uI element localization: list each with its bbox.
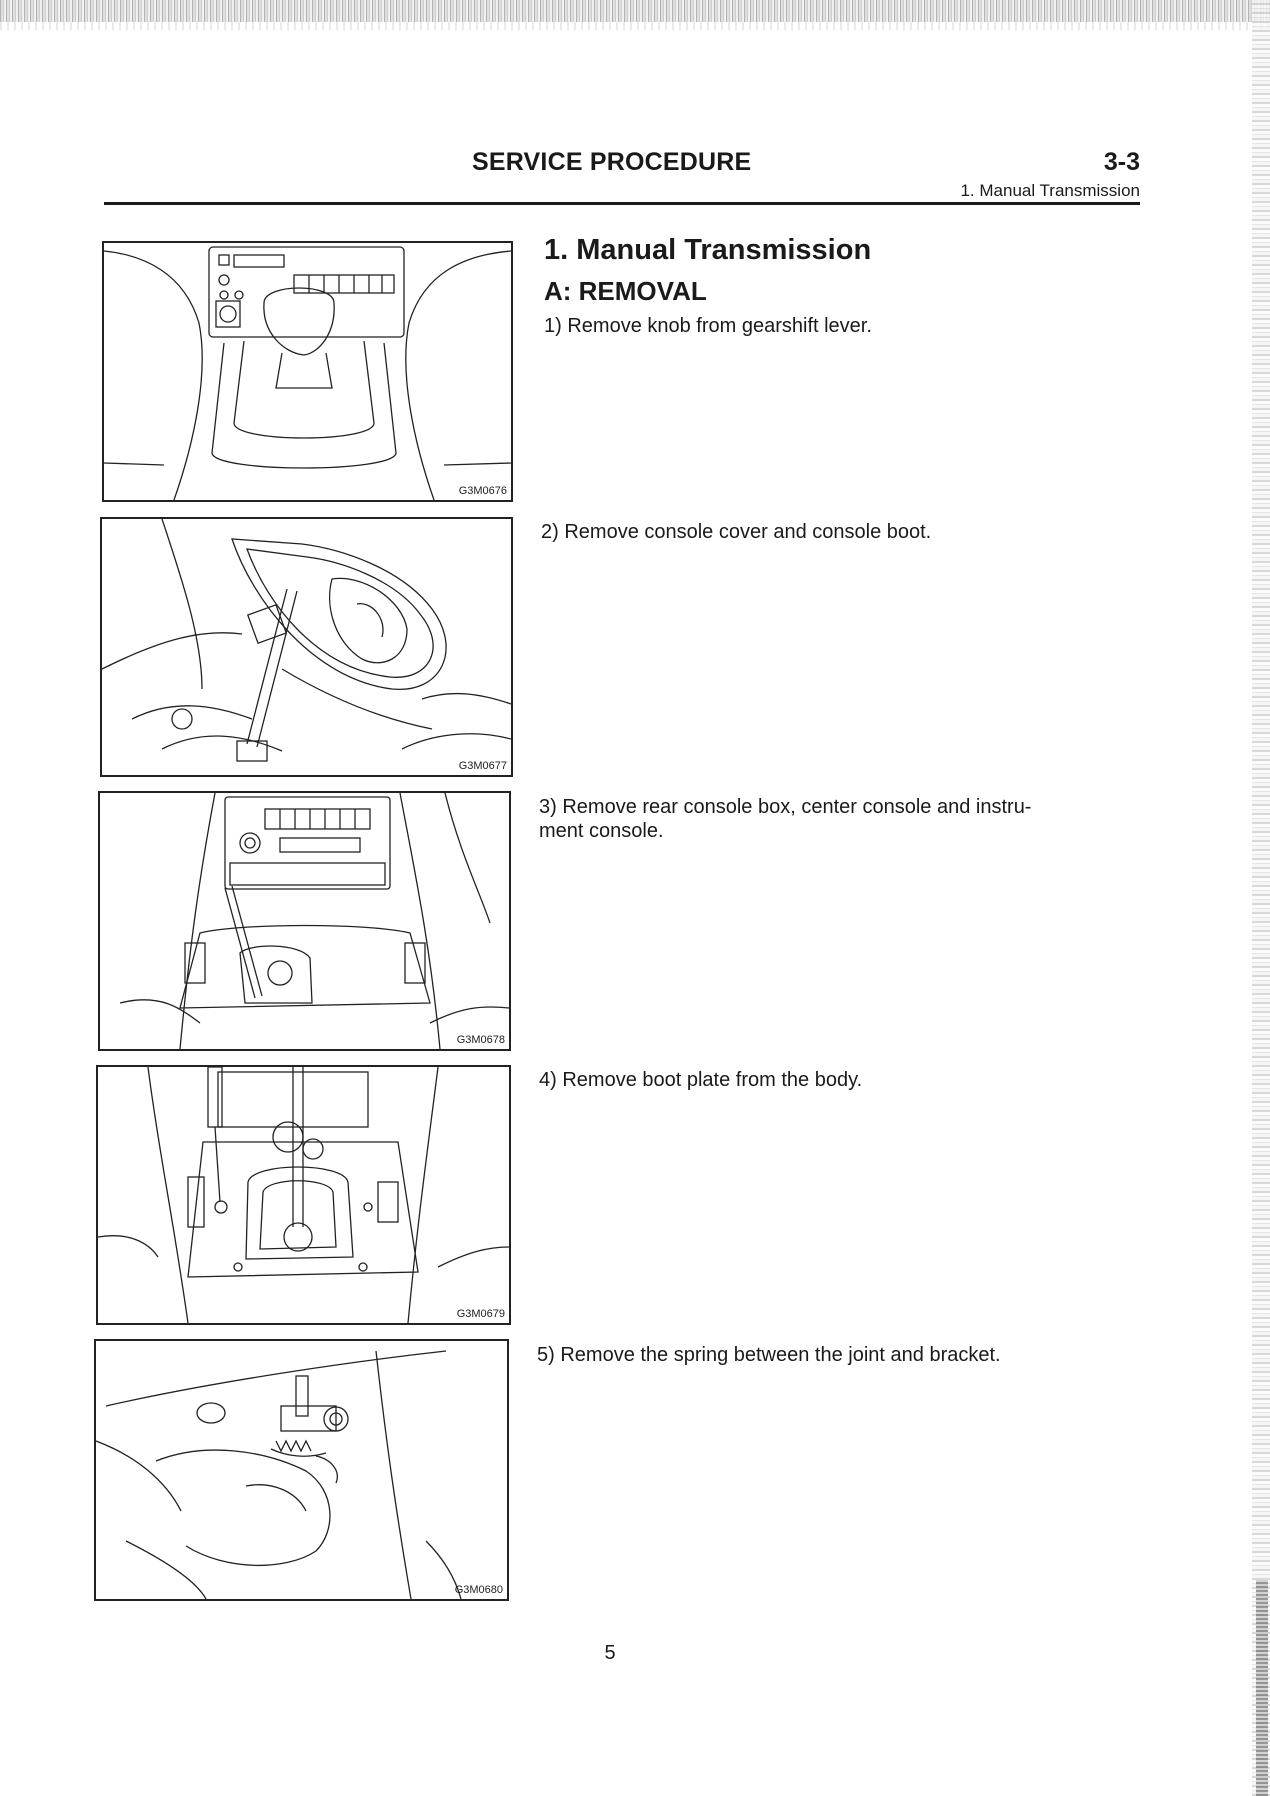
scan-noise-right xyxy=(1252,0,1270,1796)
scan-noise-top-light xyxy=(0,22,1270,30)
page-section-number: 3-3 xyxy=(1103,148,1140,176)
step-2-text: 2) Remove console cover and console boot… xyxy=(541,521,932,543)
figure-code-1: G3M0676 xyxy=(458,485,507,497)
gearshift-knob-illustration xyxy=(104,246,511,500)
section-title: 1. Manual Transmission xyxy=(544,234,872,266)
console-cover-illustration xyxy=(102,519,511,762)
figure-code-2: G3M0677 xyxy=(458,760,507,772)
figure-console-cover: G3M0677 xyxy=(100,517,513,777)
page-number: 5 xyxy=(604,1642,616,1664)
step-5-text: 5) Remove the spring between the joint a… xyxy=(537,1344,1001,1366)
figure-gearshift-knob: G3M0676 xyxy=(102,241,513,502)
step-1-text: 1) Remove knob from gearshift lever. xyxy=(544,315,872,337)
scan-noise-top xyxy=(0,0,1270,22)
figure-center-console: G3M0678 xyxy=(98,791,511,1051)
boot-plate-illustration xyxy=(98,1067,509,1323)
subsection-title: A: REMOVAL xyxy=(544,276,707,306)
page-header-subtitle: 1. Manual Transmission xyxy=(960,181,1140,200)
figure-code-3: G3M0678 xyxy=(456,1034,505,1046)
page-header-title: SERVICE PROCEDURE xyxy=(472,148,752,176)
step-4-text: 4) Remove boot plate from the body. xyxy=(539,1069,863,1091)
figure-code-4: G3M0679 xyxy=(456,1308,505,1320)
step-3-text: 3) Remove rear console box, center conso… xyxy=(539,796,1032,842)
figure-boot-plate: G3M0679 xyxy=(96,1065,511,1325)
spring-joint-illustration xyxy=(96,1350,462,1599)
figure-code-5: G3M0680 xyxy=(454,1584,503,1596)
header-divider xyxy=(104,202,1140,205)
figure-spring-joint: G3M0680 xyxy=(94,1339,509,1601)
scan-noise-right-dark xyxy=(1256,1580,1268,1796)
center-console-illustration xyxy=(119,793,509,1049)
